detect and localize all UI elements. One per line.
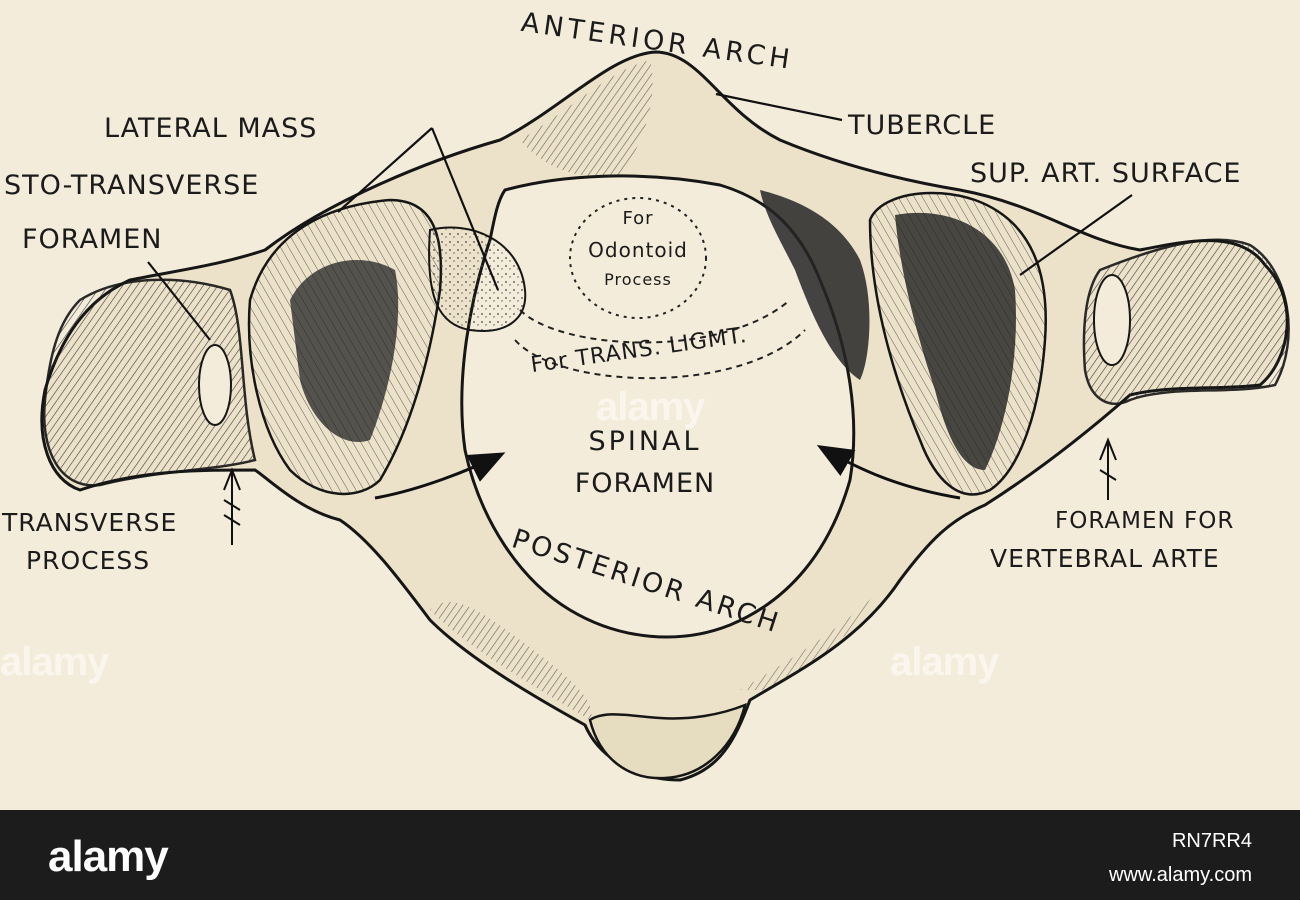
- label-for-odontoid-3: Process: [604, 270, 672, 289]
- footer-bar: alamy RN7RR4 www.alamy.com: [0, 810, 1300, 900]
- label-foramen-vertebral-2: VERTEBRAL ARTE: [990, 544, 1220, 573]
- label-transverse-process-1: TRANSVERSE: [2, 508, 178, 537]
- footer-brand-logo[interactable]: alamy: [48, 832, 169, 881]
- left-lateral-mass: [428, 226, 527, 332]
- right-transverse-process: [1082, 238, 1290, 405]
- label-foramen-vertebral-1: FORAMEN FOR: [1055, 508, 1235, 534]
- left-foramen-arrow: [374, 452, 506, 500]
- vertebral-artery-arrows: [223, 437, 1117, 545]
- watermark-center: alamy: [596, 385, 705, 429]
- label-spinal-foramen-2: FORAMEN: [574, 468, 716, 499]
- label-costo-transverse-1: STO-TRANSVERSE: [4, 170, 260, 201]
- label-spinal-foramen-1: SPINAL: [588, 426, 702, 457]
- posterior-tubercle: [588, 702, 747, 780]
- label-costo-transverse-2: FORAMEN: [22, 224, 163, 255]
- watermark-left: alamy: [0, 640, 109, 684]
- spinal-foramen-outline: [460, 174, 856, 639]
- label-lateral-mass: LATERAL MASS: [104, 113, 318, 144]
- right-foramen-arrow: [816, 444, 961, 500]
- label-for-odontoid-2: Odontoid: [588, 238, 688, 262]
- footer-image-code: RN7RR4: [1171, 830, 1252, 852]
- atlas-drawing: [40, 50, 1290, 782]
- footer-site-link[interactable]: www.alamy.com: [1109, 864, 1252, 886]
- label-sup-art-surface: SUP. ART. SURFACE: [970, 158, 1242, 189]
- label-transverse-process-2: PROCESS: [26, 546, 151, 575]
- odontoid-facet-outline: [569, 197, 707, 319]
- watermark-right: alamy: [890, 640, 999, 684]
- atlas-vertebra-illustration: ANTERIOR ARCH TUBERCLE LATERAL MASS STO-…: [0, 7, 1290, 782]
- label-tubercle: TUBERCLE: [848, 110, 997, 141]
- leader-lines: [147, 92, 1133, 341]
- label-for-odontoid-1: For: [622, 208, 654, 229]
